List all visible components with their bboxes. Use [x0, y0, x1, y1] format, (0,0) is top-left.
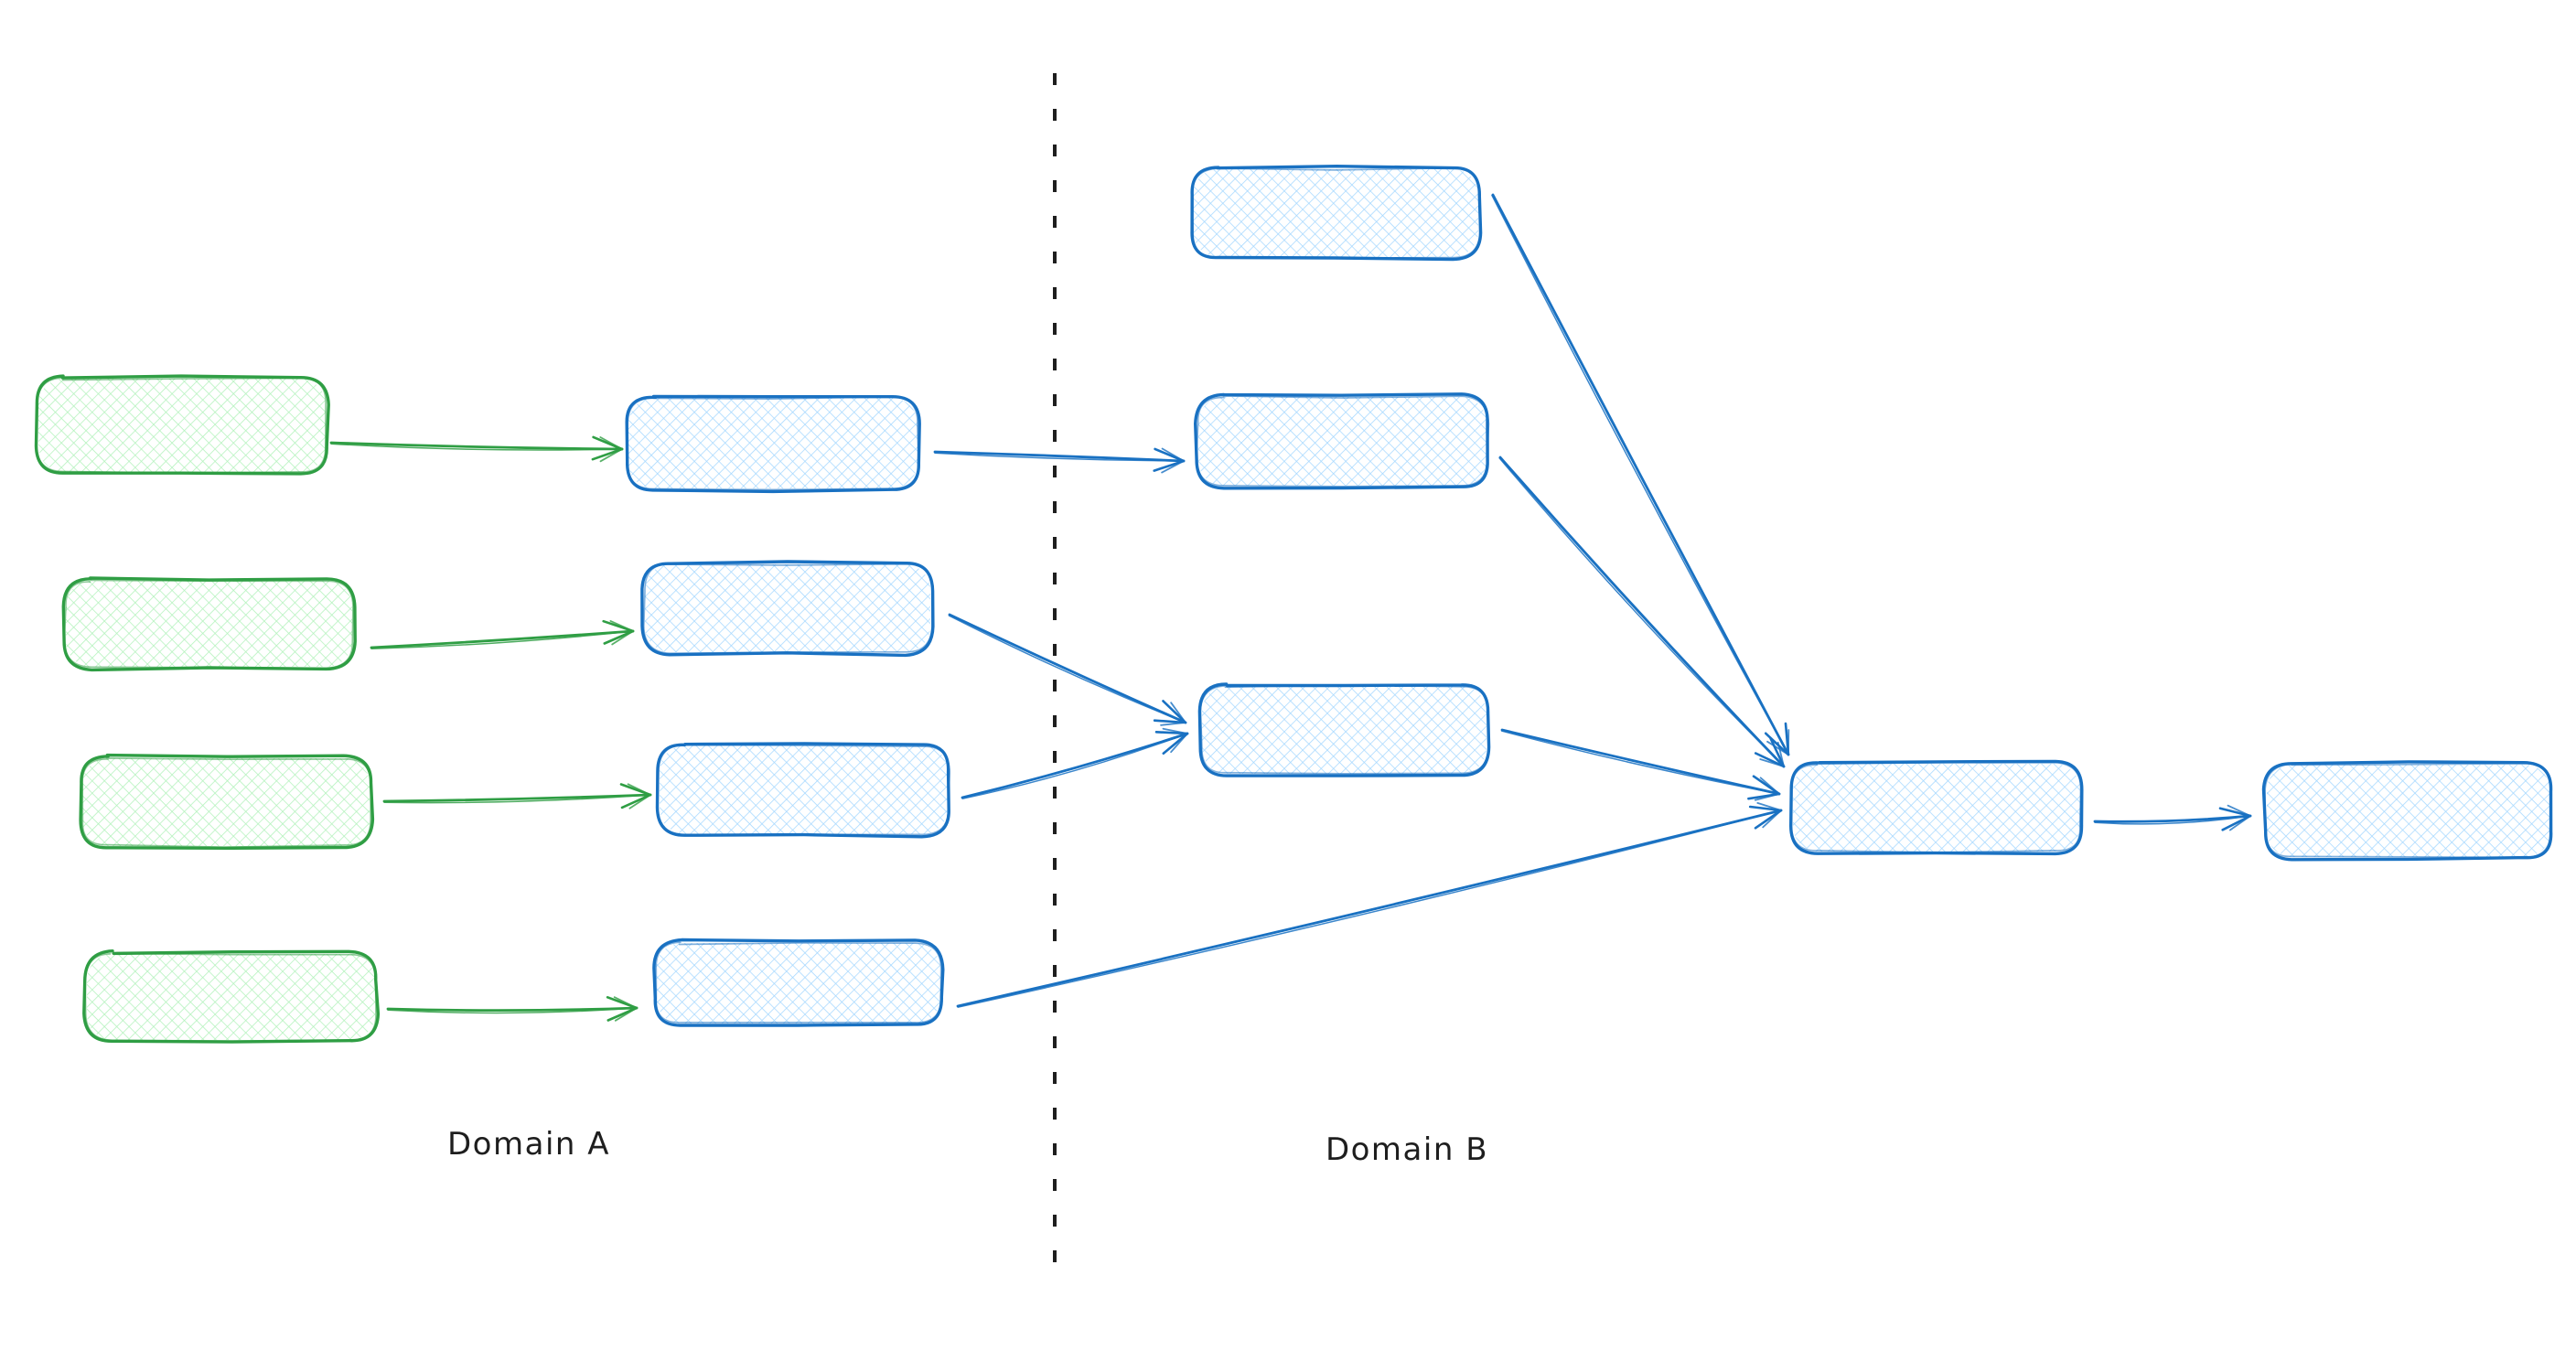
node-b3-blue-box	[1197, 682, 1491, 777]
edge-g1-to-a1-arrow	[329, 435, 624, 463]
edge-b1-to-merge-arrow	[1491, 193, 1790, 756]
node-output-blue-box	[2261, 760, 2553, 862]
domain-a-label: Domain A	[447, 1126, 610, 1163]
node-g3-green-box	[79, 753, 375, 850]
edge-g4-to-a4-arrow	[386, 996, 639, 1022]
edge-b2-to-merge-arrow	[1498, 456, 1786, 768]
node-b1-blue-box	[1190, 165, 1483, 262]
node-g2-green-box	[61, 576, 357, 672]
node-a2-blue-box	[640, 560, 935, 658]
edge-g2-to-a2-arrow	[370, 619, 635, 649]
edge-a2-to-b3-arrow	[948, 613, 1187, 726]
node-b2-blue-box	[1194, 392, 1490, 490]
edge-g3-to-a3-arrow	[382, 783, 652, 809]
node-a4-blue-box	[652, 938, 945, 1027]
node-g4-green-box	[82, 949, 381, 1044]
edge-merge-to-output-arrow	[2093, 804, 2252, 831]
node-a3-blue-box	[655, 742, 950, 839]
node-g1-green-box	[34, 374, 330, 476]
edge-a1-to-b2-arrow	[933, 447, 1186, 474]
node-merge-blue-box	[1789, 759, 2084, 856]
domain-b-label: Domain B	[1326, 1131, 1488, 1168]
edge-a3-to-b3-arrow	[961, 727, 1189, 799]
node-a1-blue-box	[625, 394, 921, 494]
edge-a4-to-merge-arrow	[956, 802, 1783, 1008]
edge-b3-to-merge-arrow	[1500, 728, 1781, 801]
